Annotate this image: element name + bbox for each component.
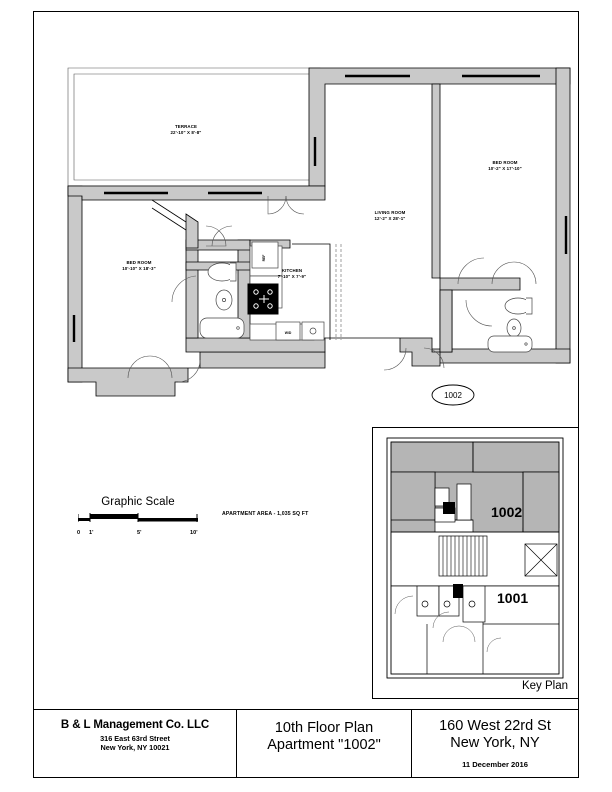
room-label-terrace-dim: 22'-10" X 8'-8" [171, 130, 202, 135]
company-address-line-1: 316 East 63rd Street [100, 734, 170, 743]
graphic-scale: Graphic Scale 0 1' 5' 10' [77, 496, 198, 541]
title-block-project-cell: 160 West 22rd St New York, NY 11 Decembe… [412, 710, 578, 777]
key-plan-label-1002: 1002 [491, 504, 523, 520]
key-plan-unit-1001 [390, 584, 560, 675]
room-label-terrace-name: TERRACE [175, 124, 197, 129]
scale-tick-0: 0 [77, 530, 81, 536]
bathroom-2-fixtures [487, 297, 533, 353]
drawing-title-line-2: Apartment "1002" [267, 737, 381, 753]
company-name: B & L Management Co. LLC [60, 719, 210, 731]
project-address-line-2: New York, NY [450, 735, 540, 751]
kitchen-fixtures: REF W/D [247, 241, 342, 341]
room-label-living-dim: 12'-2" X 28'-1" [375, 216, 406, 221]
key-plan-caption: Key Plan [521, 680, 568, 692]
company-address-line-2: New York, NY 10021 [100, 743, 170, 752]
bathroom-1-fixtures [199, 262, 245, 339]
key-plan-range-1002 [443, 502, 455, 514]
unit-callout-bubble: 1002 [431, 384, 475, 406]
key-plan-label-1001: 1001 [497, 590, 529, 606]
washer-dryer-label: W/D [285, 331, 292, 335]
room-label-bedroom2-name: BED ROOM [492, 160, 517, 165]
room-label-bedroom2-dim: 10'-2" X 17'-10" [488, 166, 522, 171]
room-label-kitchen-dim: 7'-10" X 7'-9" [278, 274, 306, 279]
key-plan-drawing: .kw { fill:#b5b5b5; stroke:#000; stroke-… [386, 437, 564, 679]
graphic-scale-title: Graphic Scale [101, 496, 175, 508]
drawing-date: 11 December 2016 [462, 760, 528, 769]
room-label-bedroom1-dim: 10'-10" X 18'-3" [122, 266, 156, 271]
door-swings [127, 195, 537, 383]
room-label-kitchen-name: KITCHEN [282, 268, 302, 273]
key-plan-exterior-wall [386, 437, 564, 679]
project-address-line-1: 160 West 22rd St [439, 718, 551, 734]
key-plan-box: .kw { fill:#b5b5b5; stroke:#000; stroke-… [372, 427, 579, 699]
title-block-company-cell: B & L Management Co. LLC 316 East 63rd S… [34, 710, 237, 777]
key-plan-elevator [524, 543, 558, 577]
room-label-bedroom1-name: BED ROOM [126, 260, 151, 265]
room-label-living-name: LIVING ROOM [375, 210, 406, 215]
drawing-title-line-1: 10th Floor Plan [274, 720, 374, 736]
scale-tick-10: 10' [190, 530, 198, 536]
key-plan-stair [438, 535, 488, 577]
title-block-drawing-cell: 10th Floor Plan Apartment "1002" [237, 710, 412, 777]
refrigerator-label: REF [262, 255, 266, 262]
windows [72, 74, 568, 342]
title-block: B & L Management Co. LLC 316 East 63rd S… [33, 709, 579, 778]
scale-tick-5: 5' [137, 530, 142, 536]
apartment-area-note: APARTMENT AREA - 1,035 SQ FT [222, 511, 309, 517]
scale-tick-1: 1' [89, 530, 94, 536]
unit-callout-text: 1002 [444, 391, 462, 400]
graphic-scale-bar [77, 513, 198, 522]
floor-plan-drawing: .w { fill:#c9c9c9; stroke:#000; stroke-w… [67, 67, 571, 406]
room-labels: TERRACE 22'-10" X 8'-8" BED ROOM 10'-10"… [122, 124, 522, 279]
